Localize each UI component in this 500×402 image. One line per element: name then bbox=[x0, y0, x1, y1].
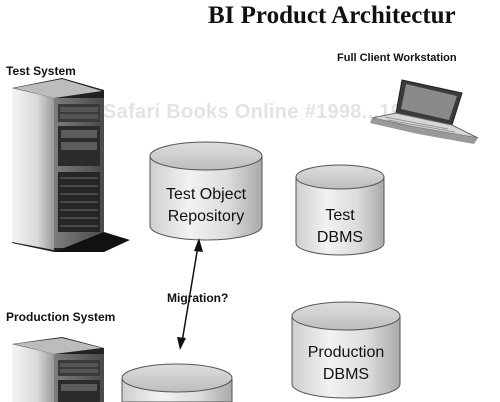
migration-arrow-icon bbox=[177, 238, 203, 350]
diagram-title: BI Product Architectur bbox=[208, 2, 456, 29]
laptop-icon bbox=[370, 79, 479, 144]
migration-label: Migration? bbox=[167, 291, 229, 305]
production-object-repository-cylinder bbox=[121, 363, 233, 402]
test-dbms-cylinder bbox=[295, 164, 385, 256]
production-dbms-line-2: DBMS bbox=[322, 366, 370, 383]
test-object-repository-line-2: Repository bbox=[167, 208, 245, 225]
production-dbms-cylinder bbox=[291, 301, 401, 399]
test-system-label: Test System bbox=[6, 64, 76, 78]
full-client-label: Full Client Workstation bbox=[337, 52, 457, 64]
production-dbms-label: Production DBMS bbox=[292, 342, 400, 386]
production-system-label: Production System bbox=[6, 310, 116, 324]
test-server-icon bbox=[12, 78, 130, 252]
test-object-repository-line-1: Test Object bbox=[165, 186, 247, 203]
test-dbms-line-1: Test bbox=[325, 207, 355, 224]
test-object-repository-label: Test Object Repository bbox=[150, 184, 262, 228]
production-dbms-line-1: Production bbox=[307, 344, 385, 361]
production-server-icon bbox=[12, 337, 104, 402]
test-object-repository-cylinder bbox=[149, 141, 263, 241]
watermark-text: Safari Books Online #1998...1978 bbox=[103, 101, 425, 123]
test-dbms-label: Test DBMS bbox=[296, 205, 384, 249]
test-dbms-line-2: DBMS bbox=[316, 229, 364, 246]
